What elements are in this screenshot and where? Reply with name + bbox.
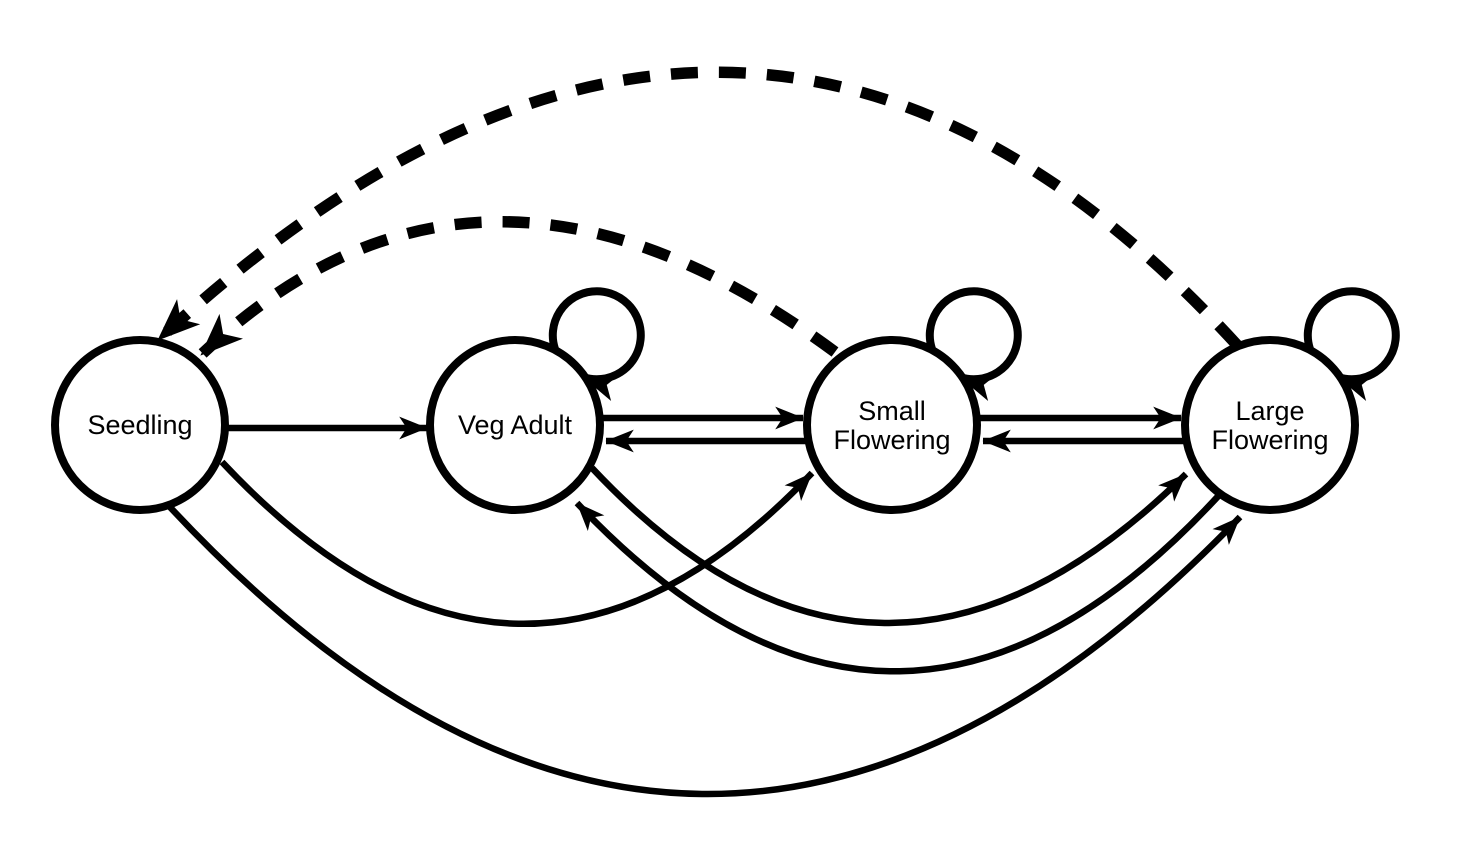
node-large-flowering-label-line1: Large xyxy=(1235,396,1304,426)
node-veg-adult-label-line1: Veg Adult xyxy=(458,410,573,440)
edge-seedling-to-small-flowering xyxy=(219,459,815,627)
node-large-flowering-label-line2: Flowering xyxy=(1211,425,1328,455)
node-small-flowering-label-line2: Flowering xyxy=(833,425,950,455)
edge-large-flowering-to-veg-adult xyxy=(574,489,1225,675)
edge-large-flowering-to-seedling xyxy=(154,66,1242,349)
node-small-flowering-circle xyxy=(803,336,981,514)
node-seedling-circle xyxy=(51,336,229,514)
edge-small-flowering-to-seedling xyxy=(197,216,839,360)
node-large-flowering-circle xyxy=(1181,336,1359,514)
edges-layer xyxy=(154,66,1243,798)
self-loops-layer xyxy=(548,287,1400,401)
self-loop-veg-adult xyxy=(548,287,645,401)
node-small-flowering-label-line1: Small xyxy=(858,396,926,426)
self-loop-small-flowering xyxy=(925,287,1022,401)
edge-veg-adult-to-large-flowering xyxy=(589,465,1189,627)
edge-seedling-to-large-flowering xyxy=(165,502,1243,798)
self-loop-large-flowering xyxy=(1303,287,1400,401)
node-veg-adult-circle xyxy=(426,336,604,514)
node-seedling-label-line1: Seedling xyxy=(87,410,192,440)
